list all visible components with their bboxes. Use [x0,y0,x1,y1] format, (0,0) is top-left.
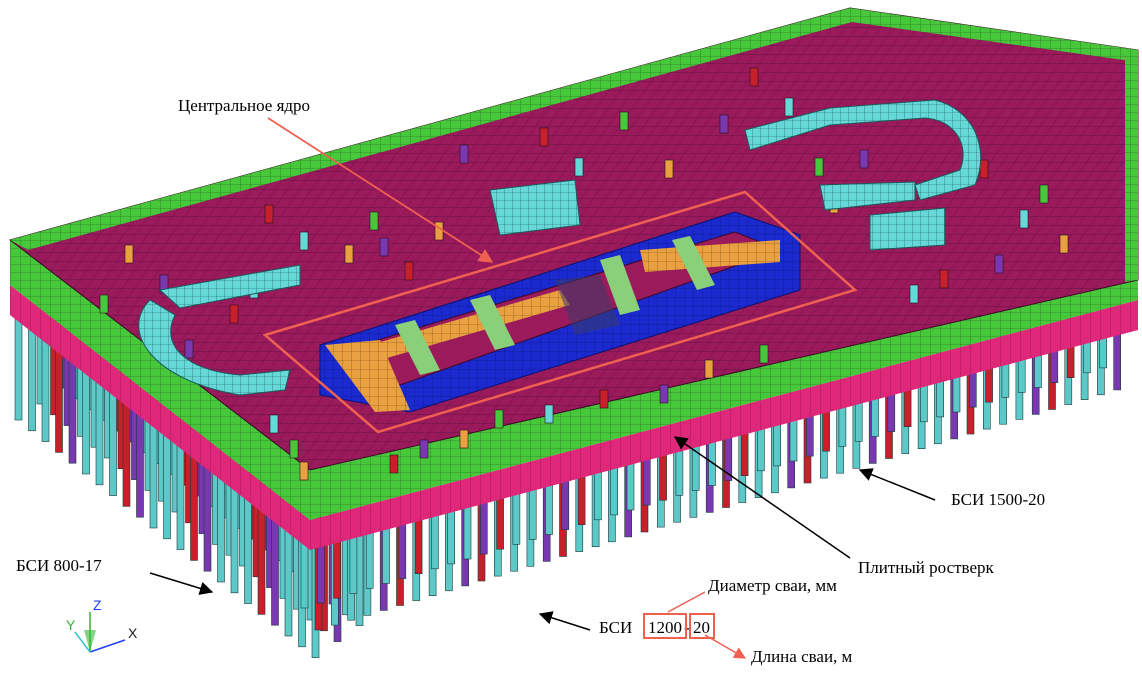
column-stub [1059,234,1069,254]
central-core [319,211,801,413]
column-stub [859,149,869,169]
column-stub [784,97,794,117]
column-stub [664,159,674,179]
core-highlight-frame [262,190,858,434]
length-highlight-box [689,613,715,639]
column-stub [344,244,354,264]
pile-800-leader [149,572,214,595]
label-pile-1200: БСИ 1200 - 20 [599,613,715,639]
label-pile-diameter: Диаметр сваи, мм [708,576,837,595]
label-pile-1500: БСИ 1500-20 [951,490,1045,509]
column-stub [124,244,134,264]
column-stub [229,304,239,324]
axis-triad: X Z Y [66,597,138,653]
axis-z-label: Z [93,597,102,613]
column-stub [574,157,584,177]
diameter-highlight-box [643,613,687,639]
column-stub [1039,184,1049,204]
diameter-leader [667,591,706,613]
column-stub [299,461,309,481]
left-curved-wall [138,264,301,396]
label-central-core: Центральное ядро [178,96,310,115]
column-stub [404,261,414,281]
column-stub [619,111,629,131]
label-pile-1200-prefix: БСИ [599,618,632,637]
column-stub [459,429,469,449]
column-stubs [99,67,1069,481]
label-pile-1200-length: 20 [693,618,710,637]
column-stub [704,359,714,379]
column-stub [544,404,554,424]
small-wall-block [489,179,581,236]
column-stub [659,384,669,404]
column-stub [749,67,759,87]
column-stub [539,127,549,147]
column-stub [369,211,379,231]
column-stub [264,204,274,224]
core-leader [267,117,494,263]
label-pile-length: Длина сваи, м [751,647,853,666]
column-stub [1019,209,1029,229]
pile-1500-leader [858,468,936,501]
column-stub [99,294,109,314]
label-pile-1200-diameter: 1200 [648,618,682,637]
right-curved-wall [744,99,982,251]
column-stub [994,254,1004,274]
column-stub [434,221,444,241]
pile-1200-leader [538,611,591,631]
label-raft: Плитный ростверк [858,558,995,577]
column-stub [599,389,609,409]
column-stub [759,344,769,364]
axis-x-label: X [128,625,138,641]
column-stub [419,439,429,459]
raft-leader [673,436,851,559]
axis-y-label: Y [66,617,76,633]
column-stub [814,157,824,177]
column-stub [289,439,299,459]
column-stub [459,144,469,164]
column-stub [719,114,729,134]
column-stub [379,237,389,257]
raft-rim-right [1125,60,1138,282]
column-stub [939,269,949,289]
label-pile-800: БСИ 800-17 [16,556,102,575]
column-stub [909,284,919,304]
column-stub [184,339,194,359]
column-stub [494,409,504,429]
column-stub [299,231,309,251]
column-stub [389,454,399,474]
column-stub [269,414,279,434]
